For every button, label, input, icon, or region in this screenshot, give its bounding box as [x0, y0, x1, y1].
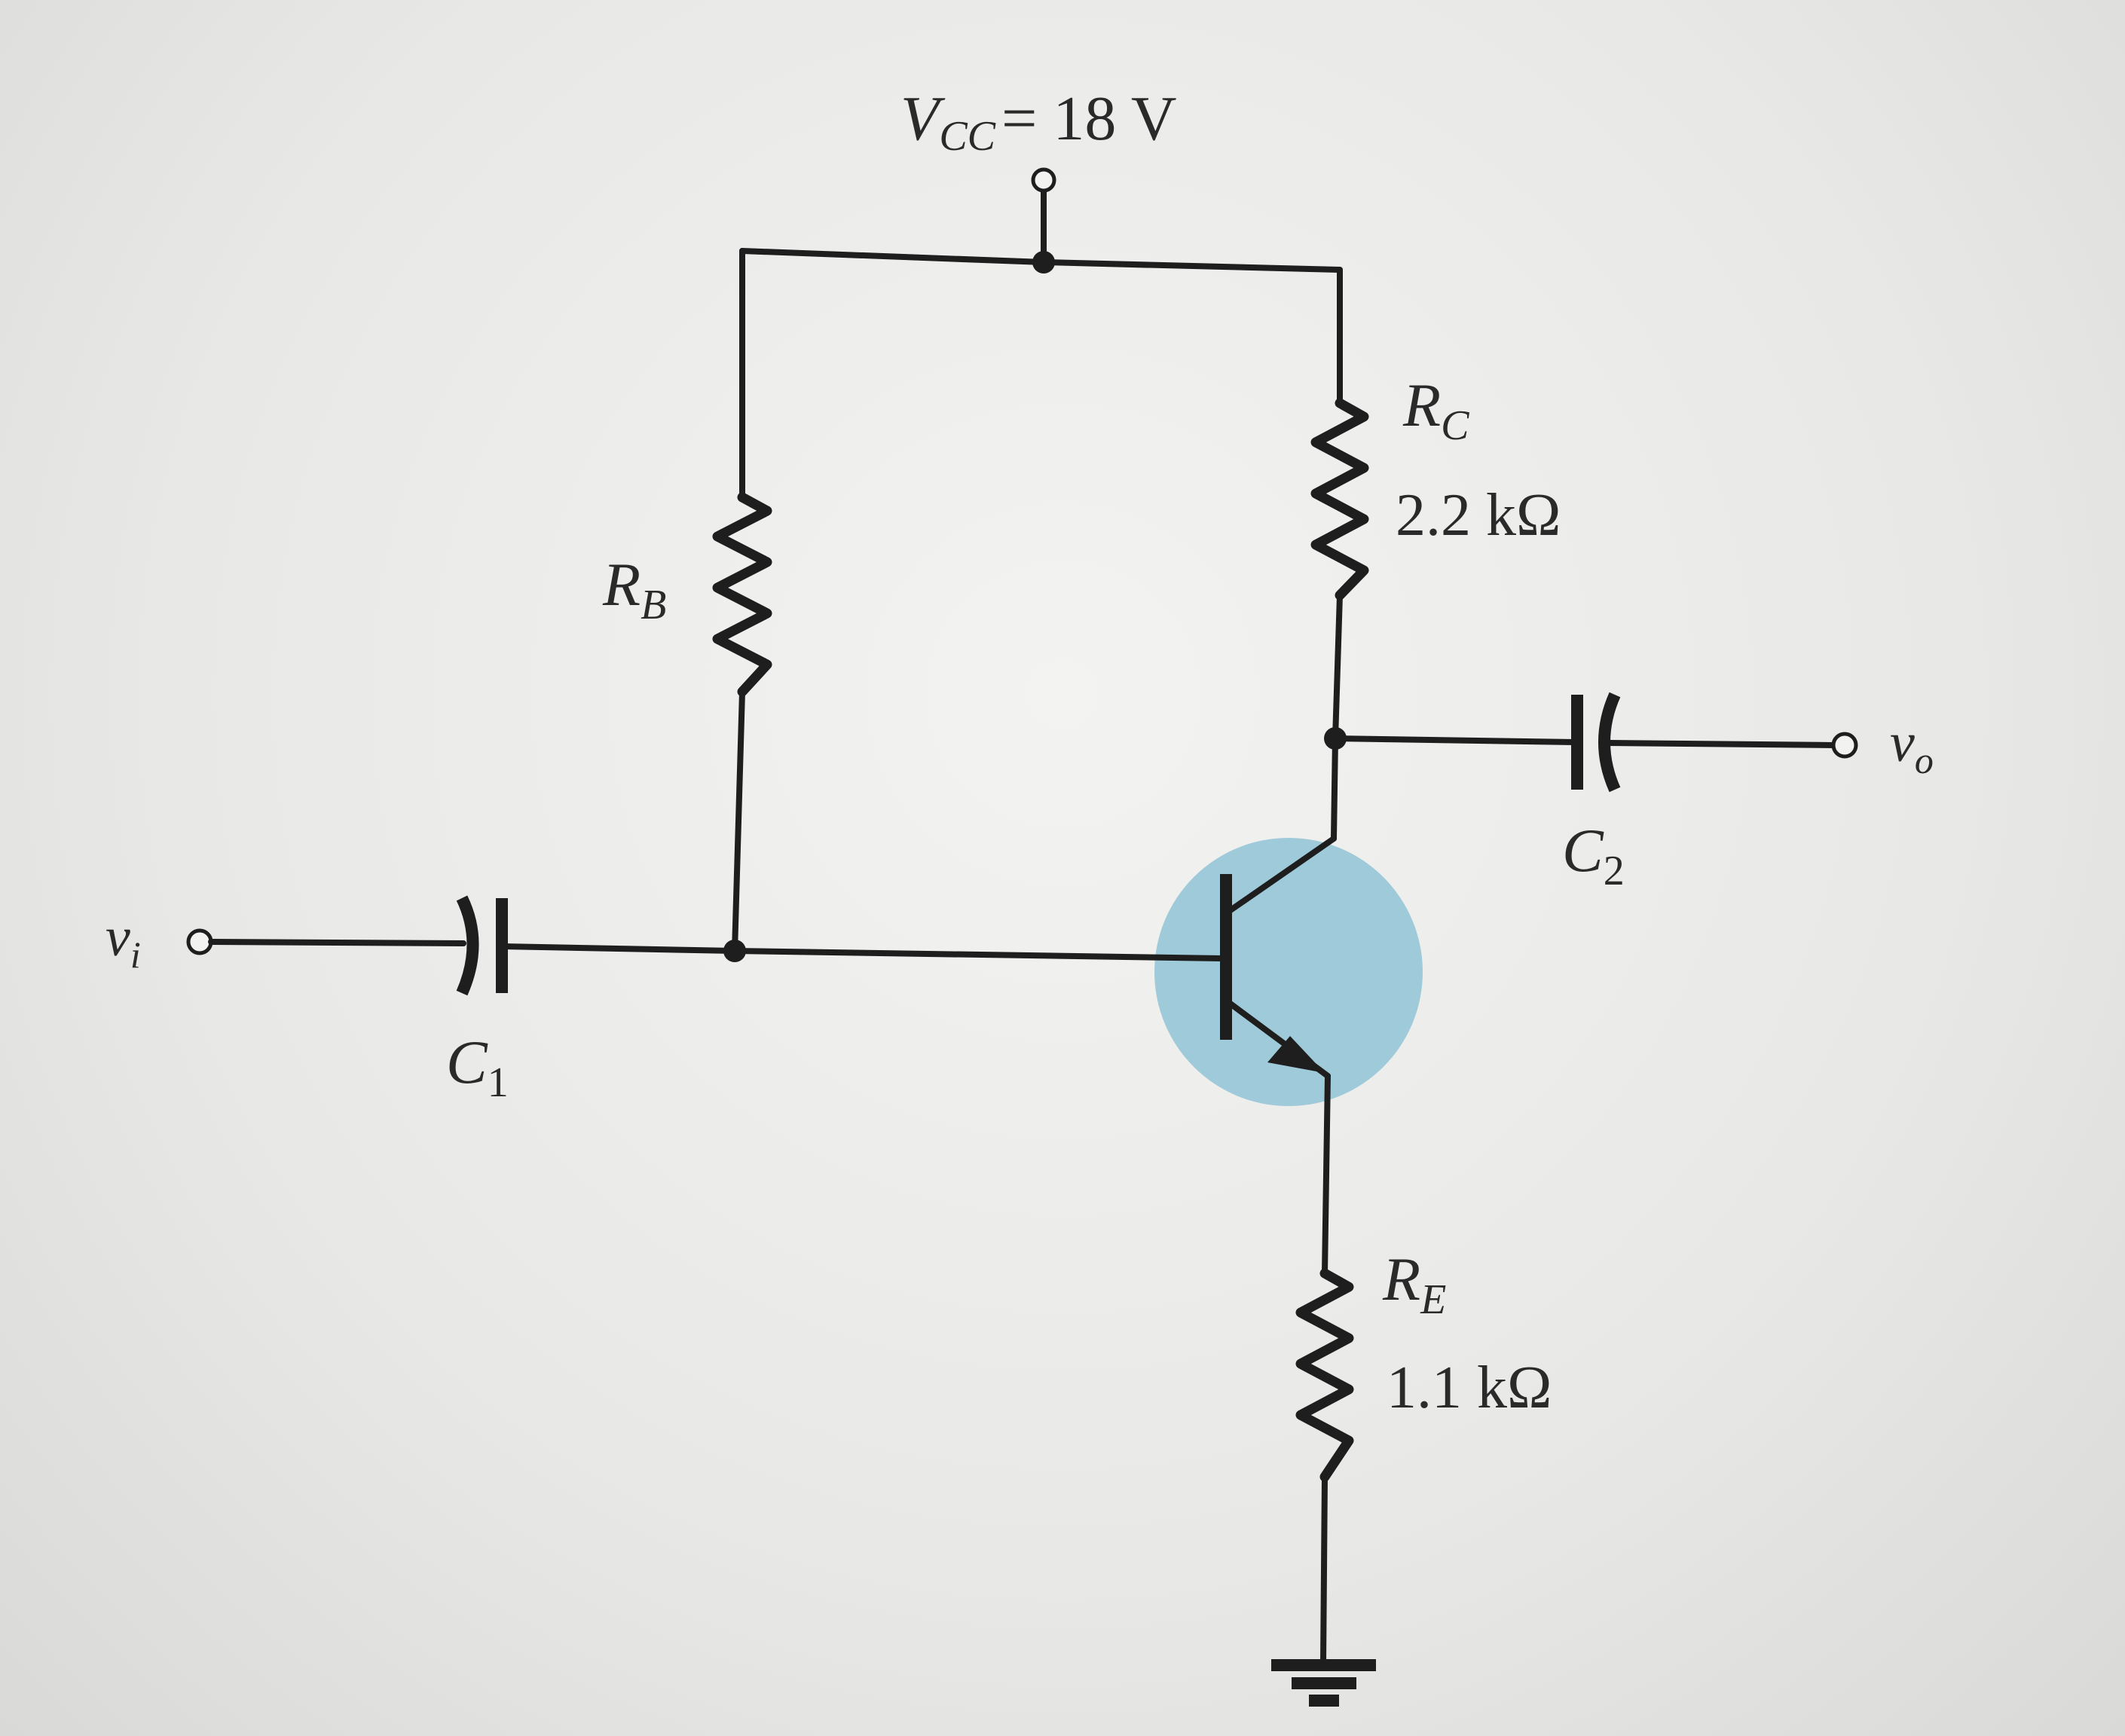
- top-rail-left: [739, 248, 1047, 265]
- c2-curved-plate: [1598, 692, 1621, 793]
- re-label: RE: [1382, 1245, 1446, 1323]
- rb-label: RB: [602, 550, 666, 628]
- vcc-terminal: [1031, 167, 1056, 193]
- output-wire-right: [1606, 740, 1836, 748]
- c1-label: C1: [446, 1028, 509, 1106]
- rc-resistor: [1310, 398, 1369, 601]
- collector-wire: [1331, 735, 1338, 842]
- rc-label: RC: [1402, 371, 1469, 449]
- re-resistor: [1295, 1268, 1354, 1482]
- c1-curved-plate: [456, 895, 479, 996]
- rb-wire-bottom: [732, 689, 745, 954]
- vi-terminal: [186, 928, 213, 955]
- base-lead: [732, 948, 1225, 961]
- transistor-collector-lead: [1225, 836, 1337, 915]
- vo-label: vo: [1890, 712, 1934, 781]
- re-value: 1.1 kΩ: [1387, 1355, 1552, 1421]
- re-wire-bottom: [1320, 1474, 1328, 1667]
- vcc-junction: [1032, 251, 1055, 274]
- emitter-arrow-icon: [1267, 1036, 1325, 1073]
- ground-icon: [1271, 1659, 1376, 1707]
- rc-wire-bottom: [1332, 592, 1343, 741]
- vcc-label: VCC= 18 V: [900, 84, 1177, 160]
- re-wire-top: [1322, 1073, 1331, 1276]
- rc-value: 2.2 kΩ: [1396, 482, 1561, 549]
- c2-label: C2: [1562, 816, 1625, 894]
- input-wire: [208, 939, 466, 946]
- output-wire-left: [1332, 735, 1578, 745]
- vo-terminal: [1831, 732, 1858, 759]
- top-rail-right: [1041, 259, 1343, 273]
- c1-to-base-wire: [499, 943, 738, 954]
- rb-resistor: [712, 492, 772, 697]
- vi-label: vi: [105, 906, 141, 976]
